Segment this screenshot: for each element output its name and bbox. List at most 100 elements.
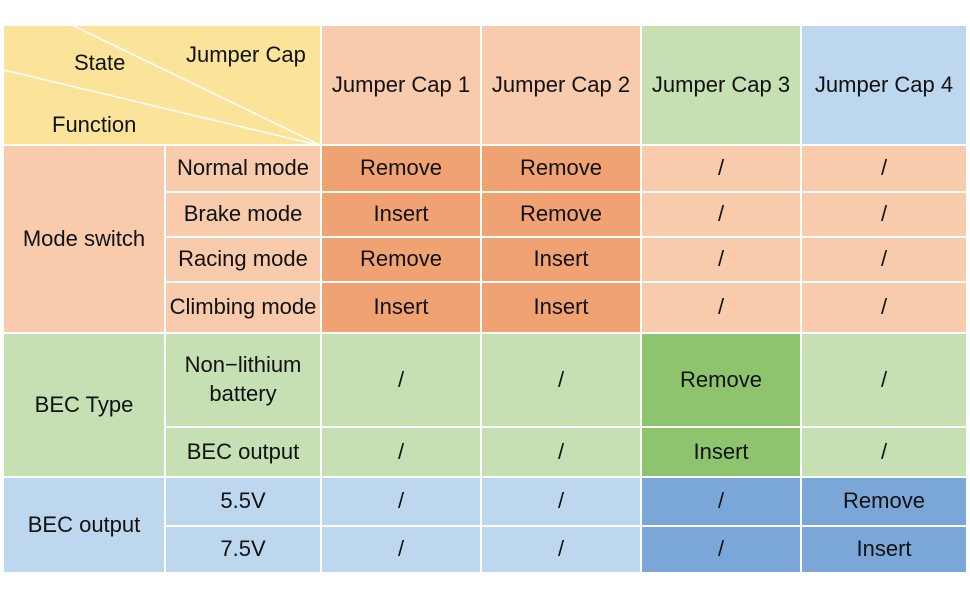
row-label-text: BEC output — [186, 438, 300, 464]
table-cell: Insert — [642, 428, 802, 478]
header-jumper-cap-2: Jumper Cap 2 — [482, 26, 642, 146]
table-cell-text: / — [717, 294, 725, 320]
table-cell-text: / — [717, 155, 725, 181]
table-cell: / — [802, 428, 968, 478]
header-corner: State Jumper Cap Function — [4, 26, 322, 146]
table-cell-text: Insert — [533, 246, 589, 272]
header-jumper-cap-4-text: Jumper Cap 4 — [814, 71, 954, 97]
row-label-text: Climbing mode — [169, 294, 317, 320]
table-cell: Remove — [642, 334, 802, 428]
table-cell-text: Remove — [680, 366, 762, 392]
table-cell: / — [802, 193, 968, 238]
table-cell: Insert — [322, 283, 482, 334]
table-cell-text: Remove — [360, 155, 442, 181]
table-cell: / — [642, 238, 802, 283]
group-label-text: Mode switch — [22, 225, 146, 251]
table-cell-text: / — [397, 366, 405, 392]
table-cell-text: / — [717, 246, 725, 272]
table-cell: / — [802, 146, 968, 193]
table-cell-text: / — [880, 366, 888, 392]
table-cell: / — [642, 193, 802, 238]
table-cell-text: / — [397, 438, 405, 464]
table-cell-text: / — [880, 155, 888, 181]
table-cell-text: / — [717, 201, 725, 227]
header-jumper-cap-1: Jumper Cap 1 — [322, 26, 482, 146]
row-label-text: 5.5V — [220, 488, 266, 514]
table-cell: / — [322, 428, 482, 478]
table-cell: / — [802, 334, 968, 428]
row-label-text: Non−lithium battery — [184, 352, 302, 406]
table-cell-text: / — [717, 536, 725, 562]
table-cell-text: / — [880, 246, 888, 272]
table-cell-text: Remove — [843, 488, 925, 514]
corner-jumper-label: Jumper Cap — [186, 42, 306, 67]
group-label: BEC Type — [4, 334, 166, 478]
table-cell: / — [482, 478, 642, 527]
table-cell: Remove — [482, 146, 642, 193]
table-cell-text: Remove — [360, 246, 442, 272]
group-label: Mode switch — [4, 146, 166, 334]
table-cell: / — [642, 283, 802, 334]
header-jumper-cap-2-text: Jumper Cap 2 — [491, 71, 631, 97]
row-label: Non−lithium battery — [166, 334, 322, 428]
table-cell: / — [642, 478, 802, 527]
table-cell: / — [642, 146, 802, 193]
row-label: Climbing mode — [166, 283, 322, 334]
table-cell-text: / — [557, 366, 565, 392]
header-jumper-cap-3: Jumper Cap 3 — [642, 26, 802, 146]
row-label-text: Racing mode — [178, 246, 308, 272]
table-cell: Insert — [482, 238, 642, 283]
table-cell-text: / — [880, 438, 888, 464]
table-cell: Insert — [482, 283, 642, 334]
table-cell-text: Insert — [693, 438, 749, 464]
table-cell: / — [322, 478, 482, 527]
table-cell: / — [482, 428, 642, 478]
table-cell: / — [802, 283, 968, 334]
row-label-text: Brake mode — [183, 201, 303, 227]
table-cell: / — [482, 334, 642, 428]
row-label: Racing mode — [166, 238, 322, 283]
table-cell-text: Insert — [373, 294, 429, 320]
table-cell: / — [802, 238, 968, 283]
table-cell: / — [322, 527, 482, 574]
row-label-text: Normal mode — [176, 155, 310, 181]
table-cell-text: Insert — [533, 294, 589, 320]
corner-function-label: Function — [52, 112, 137, 137]
header-jumper-cap-1-text: Jumper Cap 1 — [331, 71, 471, 97]
table-cell: / — [482, 527, 642, 574]
row-label: Brake mode — [166, 193, 322, 238]
table-cell-text: / — [397, 536, 405, 562]
table-cell-text: Insert — [373, 201, 429, 227]
table-cell: Remove — [322, 238, 482, 283]
table-cell-text: / — [880, 201, 888, 227]
table-cell-text: Remove — [520, 155, 602, 181]
table-cell: / — [322, 334, 482, 428]
table-cell: / — [642, 527, 802, 574]
header-jumper-cap-3-text: Jumper Cap 3 — [651, 71, 791, 97]
table-cell-text: / — [880, 294, 888, 320]
table-cell-text: Insert — [856, 536, 912, 562]
table-cell-text: / — [557, 488, 565, 514]
table-cell-text: / — [717, 488, 725, 514]
table-cell-text: Remove — [520, 201, 602, 227]
table-cell: Remove — [322, 146, 482, 193]
table-cell: Insert — [802, 527, 968, 574]
row-label: 7.5V — [166, 527, 322, 574]
row-label: Normal mode — [166, 146, 322, 193]
row-label: BEC output — [166, 428, 322, 478]
group-label-text: BEC Type — [34, 391, 134, 417]
table-cell-text: / — [557, 536, 565, 562]
header-jumper-cap-4: Jumper Cap 4 — [802, 26, 968, 146]
table-cell: Remove — [482, 193, 642, 238]
row-label-text: 7.5V — [220, 536, 266, 562]
group-label-text: BEC output — [27, 511, 141, 537]
group-label: BEC output — [4, 478, 166, 574]
table-cell: Insert — [322, 193, 482, 238]
table-cell-text: / — [397, 488, 405, 514]
table-cell: Remove — [802, 478, 968, 527]
table-cell-text: / — [557, 438, 565, 464]
corner-state-label: State — [74, 50, 126, 75]
row-label: 5.5V — [166, 478, 322, 527]
jumper-cap-table: State Jumper Cap Function Jumper Cap 1 Ju… — [4, 26, 968, 574]
corner-diagonals — [4, 26, 322, 146]
